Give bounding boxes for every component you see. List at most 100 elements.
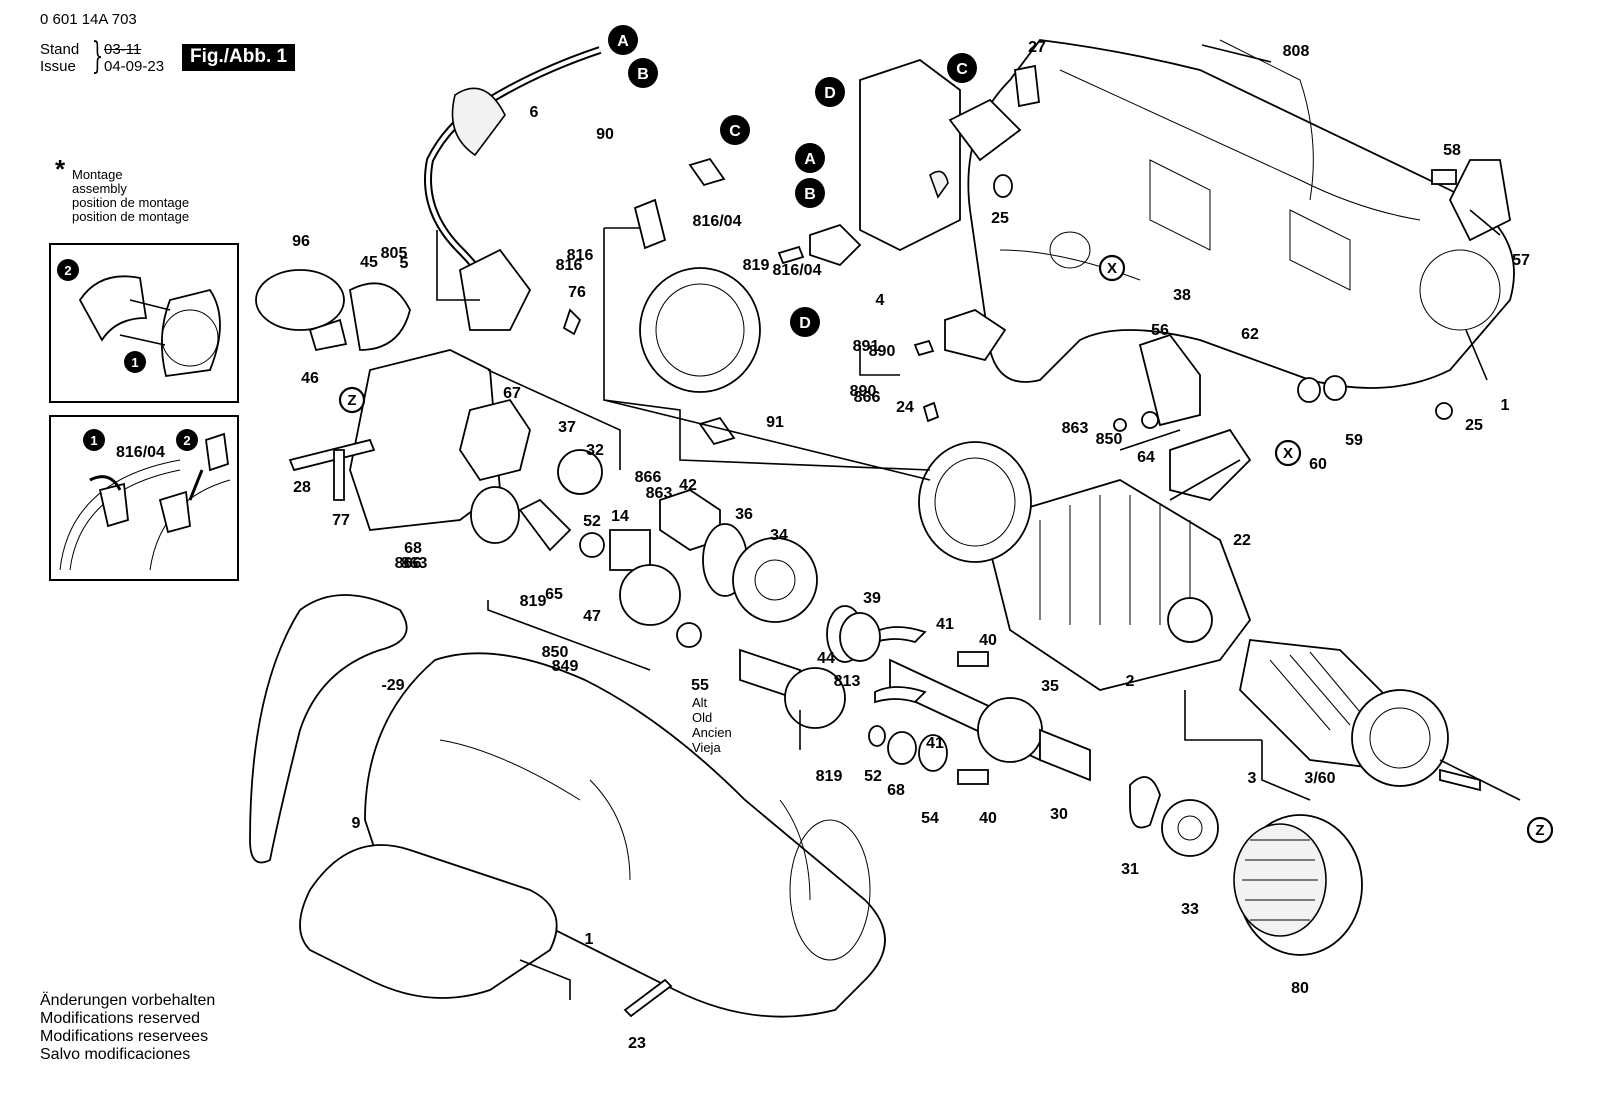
- part-label: 37: [558, 419, 576, 436]
- footer-line-en: Modifications reserved: [40, 1010, 201, 1027]
- assembly-markers: X X Z Z: [338, 254, 1554, 844]
- part-label: 25: [1465, 417, 1483, 434]
- part-number-labels: 1 1 2 3 3/60 4 5 6 9 14 22 23 24 25 25 2…: [292, 39, 1530, 1052]
- assembly-line-fr: position de montage: [72, 195, 190, 210]
- part-label: 4: [876, 292, 885, 309]
- assembly-line-en: assembly: [72, 181, 127, 196]
- brush-frame: [918, 441, 1032, 563]
- brush-holder-816: [633, 198, 761, 393]
- part-label: 819: [520, 593, 547, 610]
- part-label: 33: [1181, 901, 1199, 918]
- issue-date: 04-09-23: [104, 58, 165, 75]
- footer-line-de: Änderungen vorbehalten: [40, 992, 216, 1009]
- inset-step-2-bottom-label: 2: [183, 433, 190, 448]
- part-label: 3/60: [1304, 770, 1335, 787]
- part-label: 850: [1096, 431, 1123, 448]
- gear-housing-866: [349, 349, 864, 663]
- part-label: 96: [292, 233, 310, 250]
- small-parts: [255, 64, 1511, 1018]
- part-label: 819: [816, 768, 843, 785]
- part-label: 77: [332, 512, 350, 529]
- inset-step-1-top-label: 1: [131, 355, 138, 370]
- inset-top-parts: [78, 275, 221, 378]
- marker-z-gearhousing-label: Z: [347, 392, 356, 409]
- part-label: 890: [869, 343, 896, 360]
- part-label: 52: [583, 513, 601, 530]
- modifications-notice: Änderungen vorbehalten Modifications res…: [40, 992, 215, 1064]
- figure-label: Fig./Abb. 1: [182, 44, 296, 71]
- marker-a-switch: [795, 143, 825, 173]
- part-label: 41: [926, 735, 944, 752]
- brace-symbol: }: [91, 36, 104, 77]
- assembly-star: *: [55, 154, 66, 184]
- marker-b-switch: [795, 178, 825, 208]
- assembly-line-es: position de montage: [72, 209, 190, 224]
- part-label: 816: [567, 247, 594, 264]
- part-label: 891: [853, 338, 880, 355]
- old-note-de: Alt: [692, 695, 708, 710]
- part-label: 808: [1283, 43, 1310, 60]
- issue-label: Issue: [40, 58, 76, 75]
- part-label: 47: [583, 608, 601, 625]
- part-label: 850: [542, 644, 569, 661]
- part-label: 55: [691, 677, 709, 694]
- part-label: 23: [628, 1035, 646, 1052]
- part-label: 866: [854, 389, 881, 406]
- marker-z-armature-label: Z: [1535, 822, 1544, 839]
- part-label: 30: [1050, 806, 1068, 823]
- chuck-80: [1233, 814, 1363, 956]
- part-label: 866: [395, 555, 422, 572]
- part-label: 38: [1173, 287, 1191, 304]
- field-2: [989, 479, 1252, 691]
- marker-b-top: [628, 58, 658, 88]
- part-label: 68: [404, 540, 422, 557]
- label-plate-9: [299, 844, 558, 999]
- part-label: 2: [1126, 673, 1135, 690]
- marker-z-armature: [1526, 816, 1554, 844]
- part-label: 41: [936, 616, 954, 633]
- marker-d-cable: [790, 307, 820, 337]
- marker-x-housing: [1098, 254, 1126, 282]
- marker-x-part22: [1274, 439, 1302, 467]
- part-label: 849: [552, 658, 579, 675]
- footer-line-fr: Modifications reservees: [40, 1028, 209, 1045]
- part-label: 890: [850, 383, 877, 400]
- side-handle-29: [249, 594, 408, 864]
- part-label: 76: [568, 284, 586, 301]
- part-label: 14: [611, 508, 629, 525]
- document-number: 0 601 14A 703: [40, 11, 137, 28]
- inset-step-2-top: [57, 259, 79, 281]
- part-label: 819: [743, 257, 770, 274]
- old-note-fr: Ancien: [692, 725, 732, 740]
- inset-step-1-bottom-label: 1: [90, 433, 97, 448]
- part-label: 816: [556, 257, 583, 274]
- part-label: 90: [596, 126, 614, 143]
- part-label: 46: [301, 370, 319, 387]
- part-label: 6: [530, 104, 539, 121]
- armature-3: [1239, 639, 1481, 792]
- inset-step-1-top: [124, 351, 146, 373]
- part-label: 863: [401, 555, 428, 572]
- marker-x-housing-label: X: [1107, 260, 1117, 277]
- part-label: 5: [400, 255, 409, 272]
- assembly-line-de: Montage: [72, 167, 123, 182]
- marker-d-switch: [815, 77, 845, 107]
- inset-step-2-top-label: 2: [64, 263, 71, 278]
- part-label: 805: [381, 245, 408, 262]
- marker-a-top-label: A: [617, 33, 629, 50]
- part-label: 31: [1121, 861, 1139, 878]
- part-label: 64: [1137, 449, 1155, 466]
- part-label: 57: [1512, 252, 1530, 269]
- part-label: 816/04: [693, 213, 742, 230]
- inset-step-2-bottom: [176, 429, 198, 451]
- inset-step-1-bottom: [83, 429, 105, 451]
- part-label: 45: [360, 254, 378, 271]
- part-label: 80: [1291, 980, 1309, 997]
- part-label: 863: [646, 485, 673, 502]
- marker-c-cable: [720, 115, 750, 145]
- old-note-en: Old: [692, 710, 712, 725]
- part-label: 52: [864, 768, 882, 785]
- stand-date: 03-11: [104, 41, 142, 58]
